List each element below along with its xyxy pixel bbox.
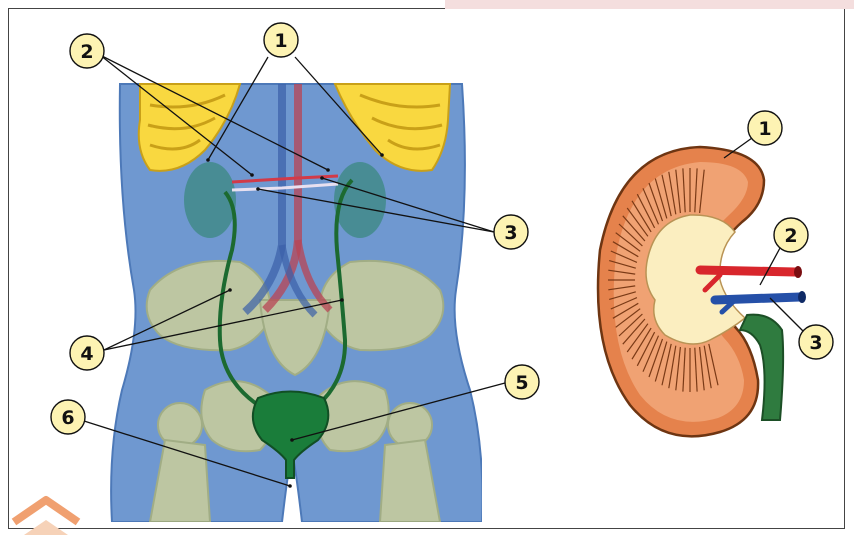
renal-pelvis bbox=[646, 215, 745, 344]
label-badge-urethra: 6 bbox=[51, 400, 85, 434]
label-number: 4 bbox=[80, 343, 93, 365]
label-number: 1 bbox=[274, 30, 287, 52]
label-number: 6 bbox=[61, 407, 74, 429]
label-number: 5 bbox=[515, 372, 528, 394]
label-number: 2 bbox=[784, 225, 797, 247]
torso-illustration bbox=[111, 84, 482, 522]
renal-artery bbox=[700, 270, 795, 272]
label-badge-renal-veins: 3 bbox=[494, 215, 528, 249]
label-badge-renal-artery: 2 bbox=[774, 218, 808, 252]
label-number: 3 bbox=[809, 332, 822, 354]
label-number: 1 bbox=[758, 118, 771, 140]
top-banner bbox=[445, 0, 854, 9]
label-number: 2 bbox=[80, 41, 93, 63]
label-badge-bladder: 5 bbox=[505, 365, 539, 399]
label-badge-ureters: 4 bbox=[70, 336, 104, 370]
label-badge-renal-arteries: 2 bbox=[70, 34, 104, 68]
label-badge-renal-vein: 3 bbox=[799, 325, 833, 359]
label-badge-kidney: 1 bbox=[748, 111, 782, 145]
kidney-cross-section bbox=[598, 147, 806, 436]
label-badge-kidneys: 1 bbox=[264, 23, 298, 57]
label-number: 3 bbox=[504, 222, 517, 244]
corner-chevron-icon bbox=[14, 500, 78, 535]
renal-vein bbox=[715, 297, 800, 300]
